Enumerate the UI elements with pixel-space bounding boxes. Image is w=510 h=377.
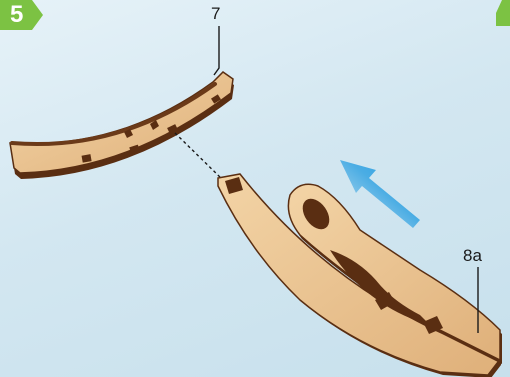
- callout-label-8a: 8a: [463, 247, 482, 265]
- callout-label-7: 7: [211, 5, 220, 23]
- alignment-guide: [175, 133, 224, 181]
- wooden-part-8a: [218, 174, 502, 377]
- callout-leader-7: [214, 26, 219, 75]
- next-step-badge-shape: [496, 0, 510, 26]
- step-badge: 5: [0, 0, 44, 30]
- wooden-part-7: [10, 72, 234, 179]
- step-number: 5: [10, 1, 23, 29]
- next-step-badge: [496, 0, 510, 26]
